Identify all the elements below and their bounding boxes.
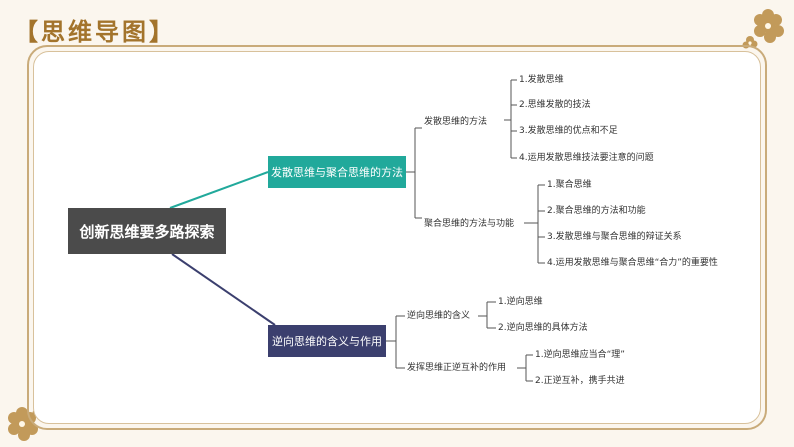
page-title: 【思维导图】 xyxy=(14,17,176,46)
outer-frame xyxy=(27,45,767,430)
leaf-node: 2.思维发散的技法 xyxy=(519,100,591,110)
leaf-node: 4.运用发散思维技法要注意的问题 xyxy=(519,153,654,163)
leaf-node: 1.逆向思维 xyxy=(498,297,543,307)
sub-node-convergent-methods: 聚合思维的方法与功能 xyxy=(424,219,515,229)
leaf-node: 2.聚合思维的方法和功能 xyxy=(547,206,646,216)
branch-divergent-convergent: 发散思维与聚合思维的方法 xyxy=(268,156,406,188)
leaf-node: 3.发散思维的优点和不足 xyxy=(519,126,618,136)
sub-node-divergent-methods: 发散思维的方法 xyxy=(424,117,488,127)
leaf-node: 3.发散思维与聚合思维的辩证关系 xyxy=(547,232,682,242)
root-node: 创新思维要多路探索 xyxy=(68,208,226,254)
leaf-node: 2.正逆互补，携手共进 xyxy=(535,376,625,386)
branch-reverse-thinking: 逆向思维的含义与作用 xyxy=(268,325,386,357)
sub-node-complementary-role: 发挥思维正逆互补的作用 xyxy=(407,363,507,373)
leaf-node: 2.逆向思维的具体方法 xyxy=(498,323,588,333)
sub-node-reverse-meaning: 逆向思维的含义 xyxy=(407,311,471,321)
leaf-node: 1.聚合思维 xyxy=(547,180,592,190)
leaf-node: 1.发散思维 xyxy=(519,75,564,85)
leaf-node: 1.逆向思维应当合“理” xyxy=(535,350,625,360)
flower-decoration-icon xyxy=(742,9,784,49)
leaf-node: 4.运用发散思维与聚合思维“合力”的重要性 xyxy=(547,258,718,268)
